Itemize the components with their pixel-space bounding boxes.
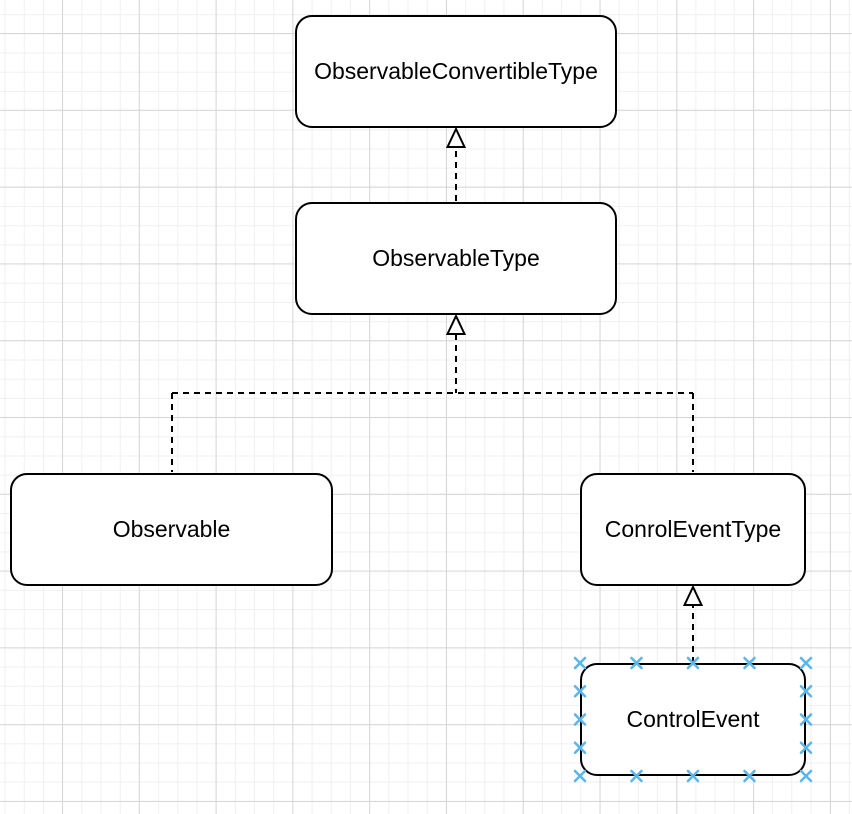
edge-controlevent-to-conroleventtype[interactable] — [682, 584, 704, 663]
edge-observabletype-to-observableconvertibletype[interactable] — [445, 126, 467, 201]
connection-point-icon[interactable] — [743, 769, 756, 783]
connection-point-icon[interactable] — [799, 656, 813, 670]
node-label: ObservableConvertibleType — [314, 57, 598, 84]
connection-point-icon[interactable] — [799, 741, 813, 755]
connection-point-icon[interactable] — [630, 656, 643, 670]
connection-point-icon[interactable] — [686, 656, 700, 670]
node-conrol-event-type[interactable]: ConrolEventType — [580, 473, 806, 586]
node-observable-type[interactable]: ObservableType — [295, 202, 617, 315]
connection-point-icon[interactable] — [686, 769, 700, 783]
connection-point-icon[interactable] — [630, 769, 643, 783]
node-observable[interactable]: Observable — [10, 473, 333, 586]
connection-point-icon[interactable] — [573, 741, 587, 755]
connection-point-icon[interactable] — [573, 713, 587, 726]
hollow-triangle-arrowhead — [445, 313, 467, 335]
node-observable-convertible-type[interactable]: ObservableConvertibleType — [295, 15, 617, 128]
connection-point-icon[interactable] — [743, 656, 756, 670]
hollow-triangle-arrowhead — [682, 584, 704, 606]
connection-point-icon[interactable] — [573, 684, 587, 698]
node-label: ControlEvent — [626, 705, 760, 732]
node-label: ConrolEventType — [604, 515, 782, 542]
connection-point-icon[interactable] — [573, 656, 587, 670]
edge-fork-to-observabletype[interactable] — [171, 313, 694, 472]
hollow-triangle-arrowhead — [445, 126, 467, 148]
node-label: Observable — [112, 515, 231, 542]
node-label: ObservableType — [372, 244, 540, 271]
connection-point-icon[interactable] — [799, 713, 813, 726]
connection-point-icon[interactable] — [799, 684, 813, 698]
node-control-event[interactable]: ControlEvent — [580, 663, 806, 776]
connection-point-icon[interactable] — [573, 769, 587, 783]
connection-point-icon[interactable] — [799, 769, 813, 783]
